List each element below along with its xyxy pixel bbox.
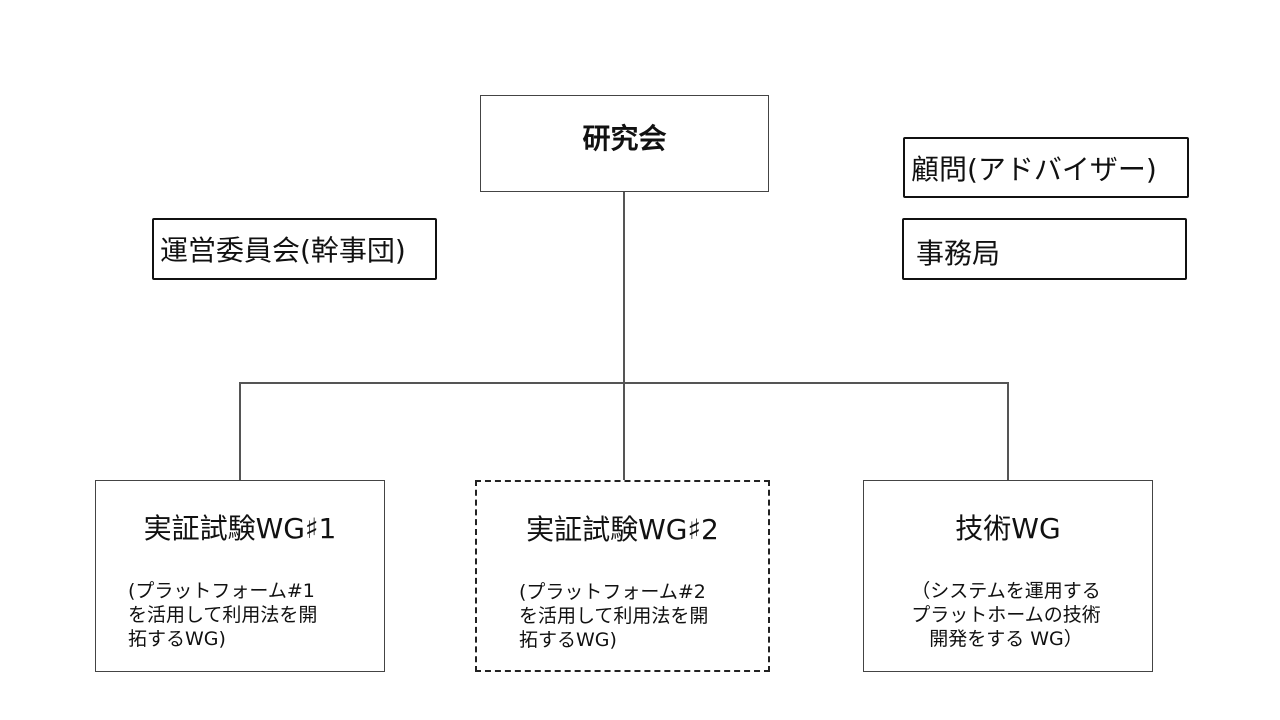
wg-title-1: 実証試験WG♯1 bbox=[143, 512, 337, 545]
steering-committee-box: 運営委員会(幹事団) bbox=[152, 218, 437, 280]
wg-description-1: (プラットフォーム#1 を活用して利用法を開 拓するWG) bbox=[128, 580, 318, 650]
advisor-box: 顧問(アドバイザー) bbox=[903, 137, 1189, 198]
wg-description-2: (プラットフォーム#2 を活用して利用法を開 拓するWG) bbox=[519, 581, 709, 651]
wg-box-2: 実証試験WG♯2 (プラットフォーム#2 を活用して利用法を開 拓するWG) bbox=[475, 480, 770, 672]
wg-box-3: 技術WG （システムを運用する プラットホームの技術 開発をする WG） bbox=[863, 480, 1153, 672]
connector-top-vertical bbox=[623, 192, 625, 480]
research-group-label: 研究会 bbox=[582, 121, 667, 155]
research-group-box: 研究会 bbox=[480, 95, 769, 192]
secretariat-label: 事務局 bbox=[916, 237, 1001, 270]
wg-box-1: 実証試験WG♯1 (プラットフォーム#1 を活用して利用法を開 拓するWG) bbox=[95, 480, 385, 672]
secretariat-box: 事務局 bbox=[902, 218, 1187, 280]
wg-title-3: 技術WG bbox=[955, 512, 1061, 545]
connector-horizontal bbox=[239, 382, 1009, 384]
steering-committee-label: 運営委員会(幹事団) bbox=[160, 234, 406, 267]
connector-right-drop bbox=[1007, 382, 1009, 480]
wg-title-2: 実証試験WG♯2 bbox=[526, 513, 719, 546]
advisor-label: 顧問(アドバイザー) bbox=[911, 152, 1157, 186]
wg-description-3: （システムを運用する プラットホームの技術 開発をする WG） bbox=[911, 580, 1101, 650]
connector-left-drop bbox=[239, 382, 241, 480]
